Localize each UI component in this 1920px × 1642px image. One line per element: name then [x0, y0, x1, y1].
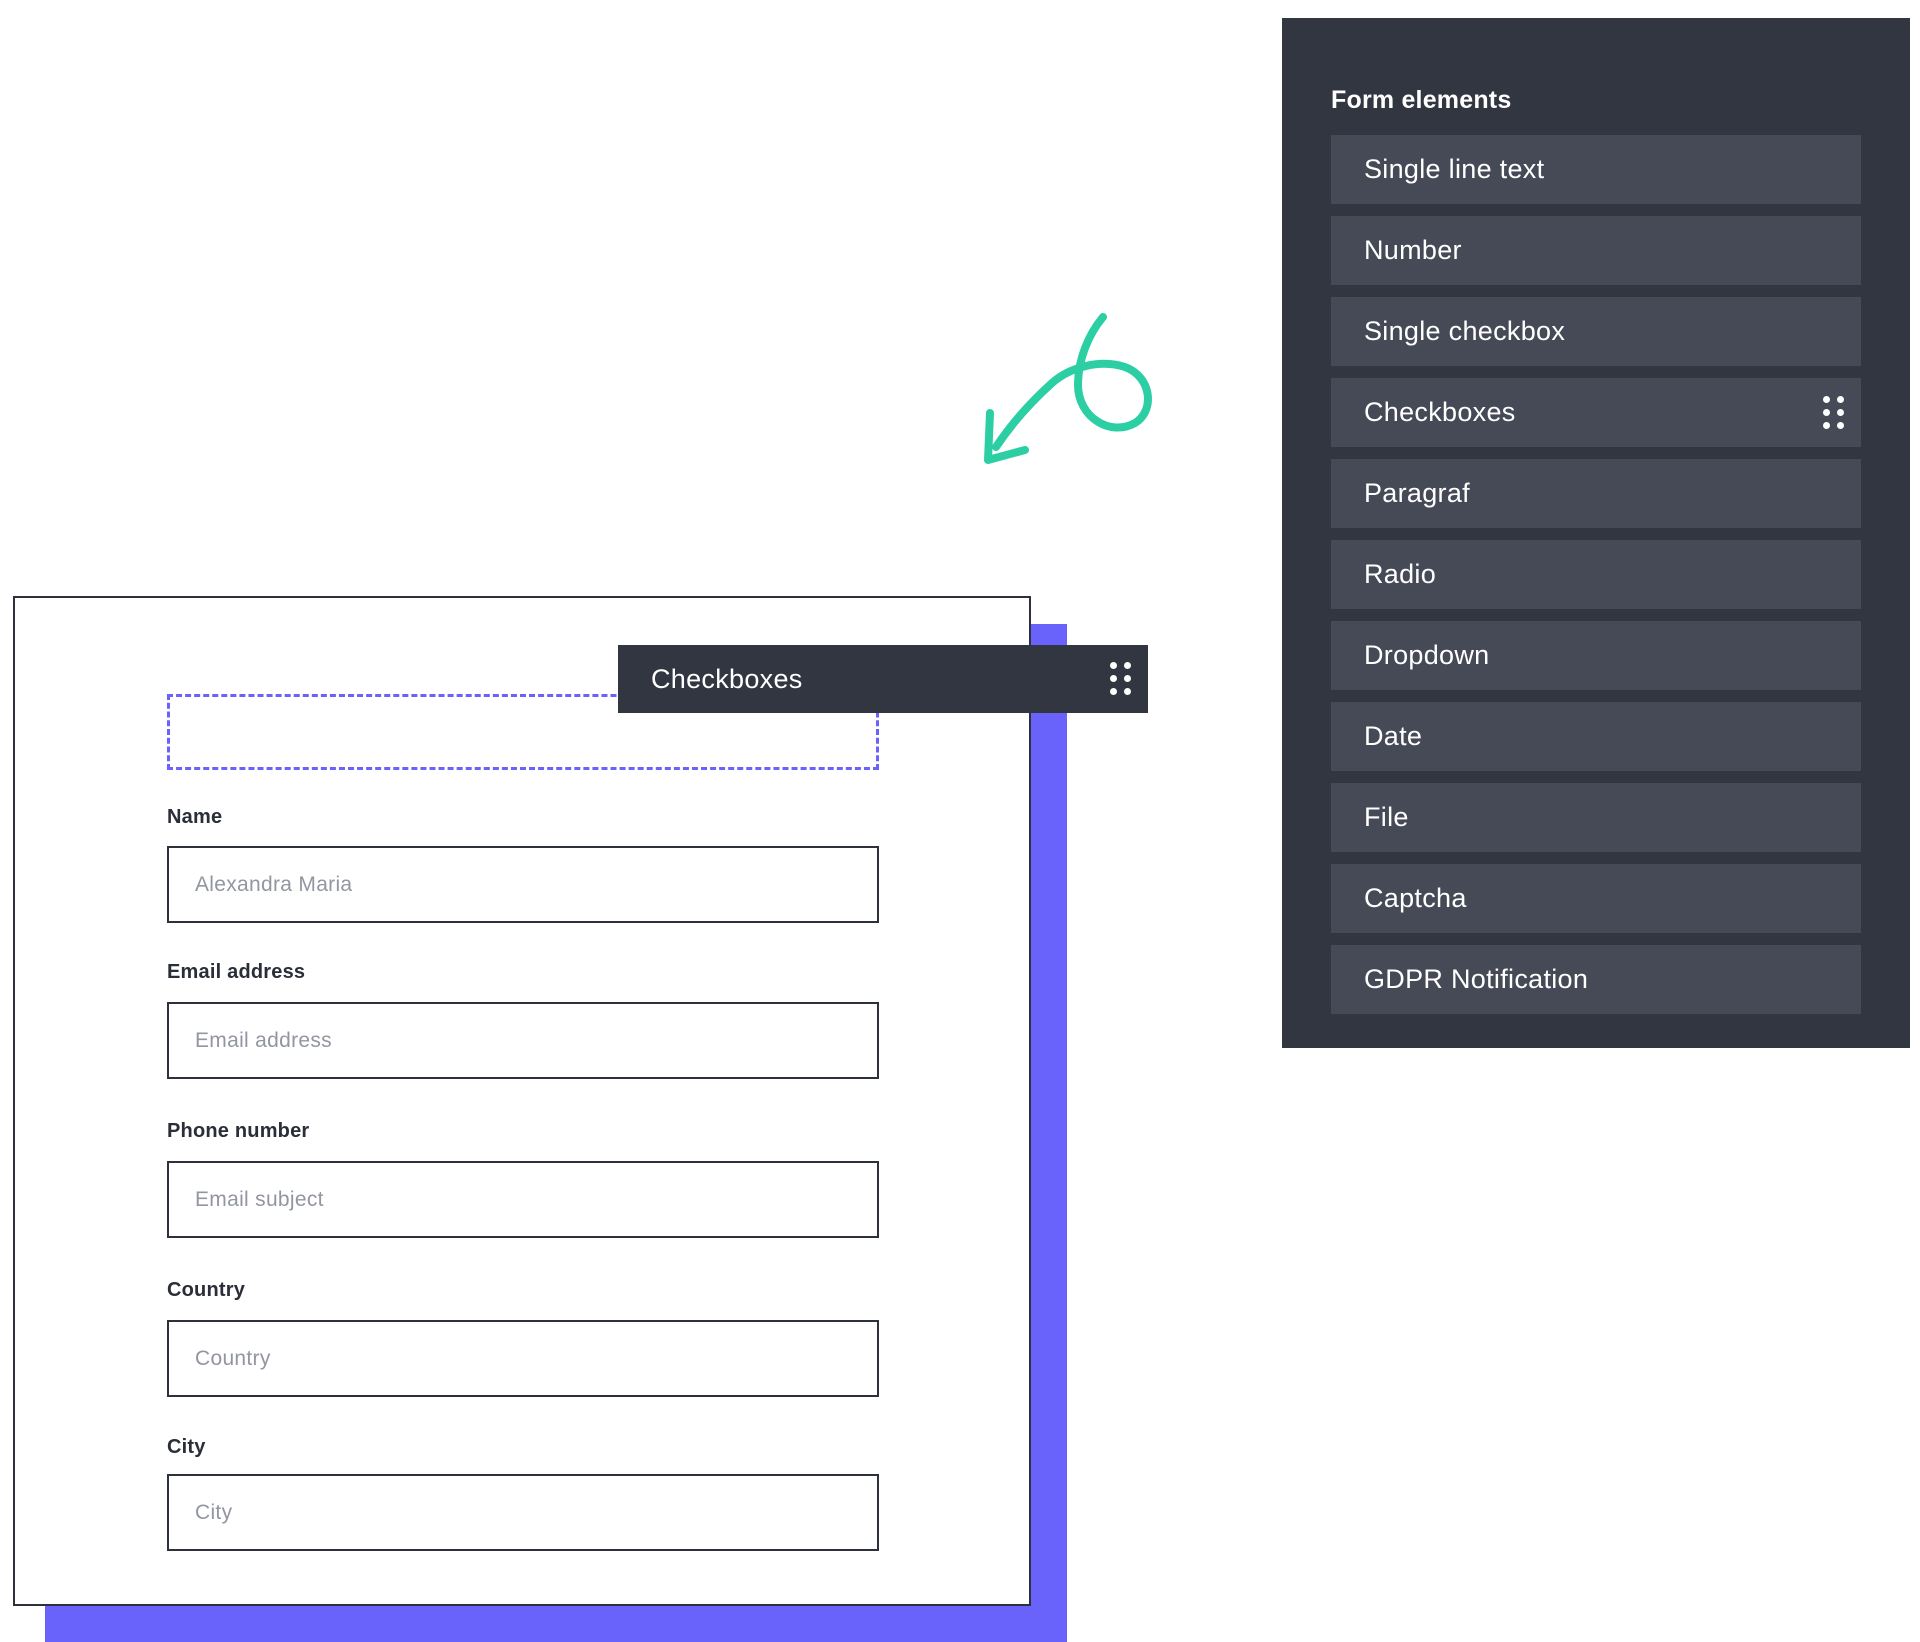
panel-item-gdpr-notification[interactable]: GDPR Notification — [1331, 945, 1861, 1014]
panel-item-label: Date — [1364, 721, 1423, 751]
phone-label: Phone number — [167, 1120, 310, 1142]
name-field[interactable] — [167, 846, 879, 923]
panel-item-label: Captcha — [1364, 883, 1467, 913]
panel-item-label: Radio — [1364, 559, 1437, 589]
panel-item-label: Number — [1364, 235, 1462, 265]
name-label: Name — [167, 806, 223, 828]
panel-item-checkboxes[interactable]: Checkboxes — [1331, 378, 1861, 447]
panel-item-label: Single checkbox — [1364, 316, 1566, 346]
drop-zone[interactable] — [167, 694, 879, 770]
panel-title: Form elements — [1331, 86, 1512, 114]
panel-item-label: File — [1364, 802, 1409, 832]
panel-item-label: Paragraf — [1364, 478, 1470, 508]
panel-item-paragraf[interactable]: Paragraf — [1331, 459, 1861, 528]
panel-item-date[interactable]: Date — [1331, 702, 1861, 771]
country-label: Country — [167, 1279, 246, 1301]
dragging-element-checkboxes[interactable]: Checkboxes — [618, 645, 1148, 713]
form-elements-list: Single line text Number Single checkbox … — [1331, 135, 1861, 1026]
panel-item-radio[interactable]: Radio — [1331, 540, 1861, 609]
email-label: Email address — [167, 961, 306, 983]
email-field[interactable] — [167, 1002, 879, 1079]
form-canvas: Name Email address Phone number Country … — [13, 596, 1031, 1606]
panel-item-single-line-text[interactable]: Single line text — [1331, 135, 1861, 204]
panel-item-captcha[interactable]: Captcha — [1331, 864, 1861, 933]
panel-item-label: Dropdown — [1364, 640, 1490, 670]
drag-grip-icon[interactable] — [1823, 395, 1845, 430]
drag-grip-icon[interactable] — [1110, 662, 1132, 696]
panel-item-label: Single line text — [1364, 154, 1545, 184]
panel-item-label: Checkboxes — [1364, 397, 1516, 427]
arrow-doodle-icon — [984, 313, 1152, 464]
city-field[interactable] — [167, 1474, 879, 1551]
dragging-element-label: Checkboxes — [651, 663, 803, 694]
country-field[interactable] — [167, 1320, 879, 1397]
panel-item-number[interactable]: Number — [1331, 216, 1861, 285]
city-label: City — [167, 1436, 206, 1458]
panel-item-dropdown[interactable]: Dropdown — [1331, 621, 1861, 690]
panel-item-label: GDPR Notification — [1364, 964, 1589, 994]
panel-item-single-checkbox[interactable]: Single checkbox — [1331, 297, 1861, 366]
panel-item-file[interactable]: File — [1331, 783, 1861, 852]
phone-field[interactable] — [167, 1161, 879, 1238]
form-elements-panel: Form elements Single line text Number Si… — [1282, 18, 1910, 1048]
